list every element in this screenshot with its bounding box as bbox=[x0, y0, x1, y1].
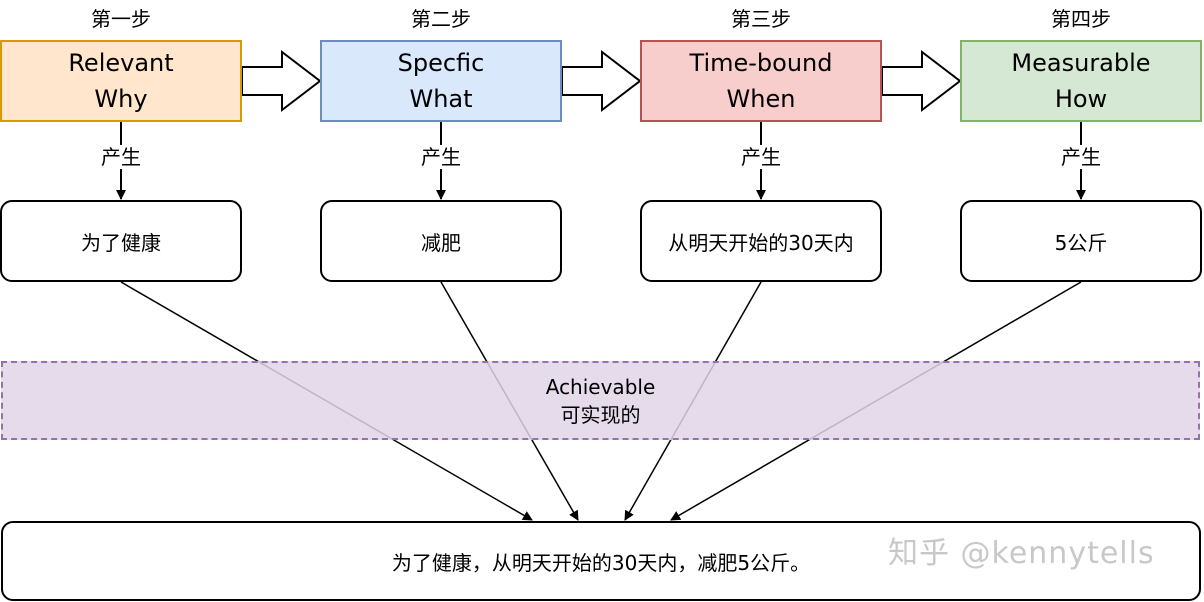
stage-subtitle: How bbox=[1054, 85, 1108, 113]
stage-title: Relevant bbox=[68, 49, 174, 77]
result-text: 从明天开始的30天内 bbox=[668, 230, 854, 255]
result-text: 减肥 bbox=[421, 230, 461, 255]
final-goal-box: 为了健康，从明天开始的30天内，减肥5公斤。 bbox=[1, 521, 1201, 601]
result-box-4: 5公斤 bbox=[960, 200, 1202, 282]
watermark: 知乎 @kennytells bbox=[888, 536, 1155, 571]
stage-relevant: Relevant Why bbox=[0, 40, 242, 122]
stage-title: Specfic bbox=[397, 49, 485, 77]
stage-title: Time-bound bbox=[689, 49, 833, 77]
flow-arrow-1 bbox=[241, 49, 322, 113]
stage-subtitle: When bbox=[726, 85, 796, 113]
achievable-subtitle: 可实现的 bbox=[560, 402, 641, 427]
step-label-2: 第二步 bbox=[411, 7, 471, 31]
stage-time-bound: Time-bound When bbox=[640, 40, 882, 122]
step-label-1: 第一步 bbox=[91, 7, 151, 31]
stage-subtitle: Why bbox=[94, 85, 148, 113]
flow-arrow-2 bbox=[561, 49, 642, 113]
result-text: 为了健康 bbox=[81, 230, 161, 255]
produce-label-1: 产生 bbox=[91, 145, 151, 169]
result-box-2: 减肥 bbox=[320, 200, 562, 282]
produce-label-3: 产生 bbox=[731, 145, 791, 169]
result-text: 5公斤 bbox=[1054, 230, 1108, 255]
stage-title: Measurable bbox=[1011, 49, 1151, 77]
flow-arrow-3 bbox=[881, 49, 962, 113]
achievable-band: Achievable 可实现的 bbox=[1, 361, 1200, 440]
stage-subtitle: What bbox=[409, 85, 473, 113]
achievable-title: Achievable bbox=[545, 374, 656, 399]
result-box-1: 为了健康 bbox=[0, 200, 242, 282]
stage-specific: Specfic What bbox=[320, 40, 562, 122]
produce-label-4: 产生 bbox=[1051, 145, 1111, 169]
step-label-3: 第三步 bbox=[731, 7, 791, 31]
result-box-3: 从明天开始的30天内 bbox=[640, 200, 882, 282]
produce-label-2: 产生 bbox=[411, 145, 471, 169]
step-label-4: 第四步 bbox=[1051, 7, 1111, 31]
final-goal-text: 为了健康，从明天开始的30天内，减肥5公斤。 bbox=[391, 550, 811, 575]
stage-measurable: Measurable How bbox=[960, 40, 1202, 122]
